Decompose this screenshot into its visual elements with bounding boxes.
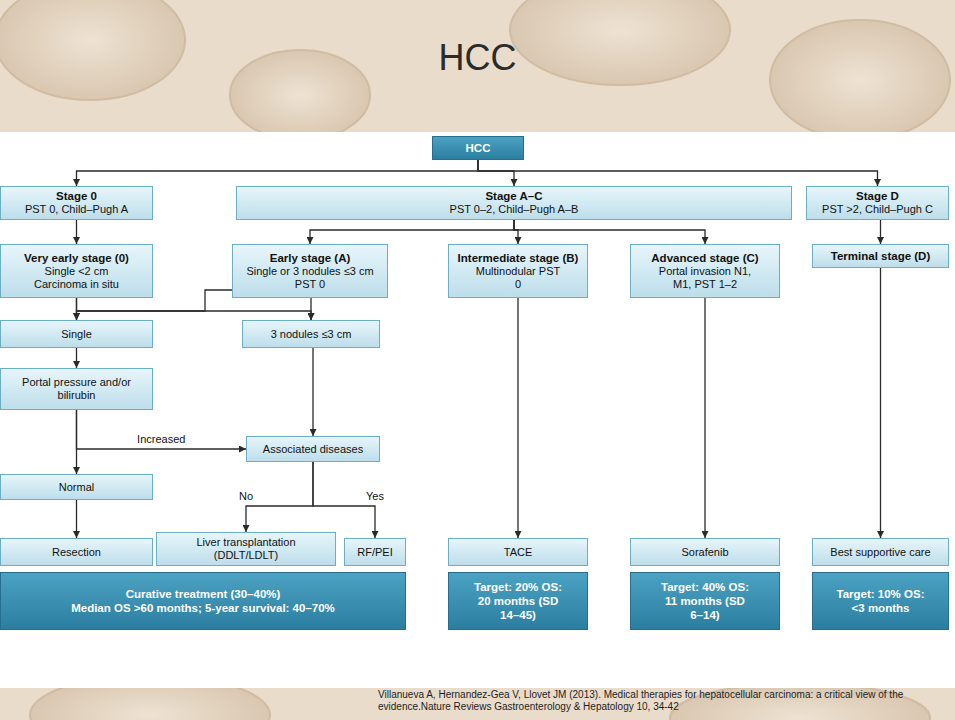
edge-label: Increased [135,433,187,446]
box-text: Multinodular PST 0 [473,265,563,291]
stage-box: Stage 0PST 0, Child–Pugh A [0,186,153,220]
cell-shape [770,20,950,140]
outcome-box: Curative treatment (30–40%)Median OS >60… [0,572,406,630]
stage-box: 3 nodules ≤3 cm [242,320,380,348]
stage-box: Intermediate stage (B)Multinodular PST 0 [448,244,588,298]
box-text: Median OS >60 months; 5-year survival: 4… [71,601,335,615]
cell-shape [510,0,730,85]
flow-arrow [246,462,313,532]
flow-arrow [77,160,479,186]
cell-shape [0,0,185,100]
flow-arrow [312,348,313,436]
stage-heading: Terminal stage (D) [831,250,930,263]
citation: Villanueva A, Hernandez-Gea V, Llovet JM… [378,689,943,713]
box-text: Sorafenib [681,546,728,559]
flow-arrow [77,298,312,320]
flow-arrow [76,348,77,368]
flow-arrow [517,298,518,538]
stage-box: Stage DPST >2, Child–Pugh C [806,186,949,220]
box-text: 3 nodules ≤3 cm [271,328,352,341]
flow-arrow [310,298,311,320]
stage-box: Sorafenib [630,538,780,566]
stage-heading: Stage 0 [56,190,97,203]
box-text: Resection [52,546,101,559]
box-text: Associated diseases [263,443,363,456]
flow-arrow [478,160,878,186]
flow-arrow [514,220,705,244]
box-text: Liver transplantation (DDLT/LDLT) [181,536,311,562]
stage-box: Early stage (A)Single or 3 nodules ≤3 cm… [232,244,388,298]
stage-heading: Advanced stage (C) [651,252,758,265]
stage-box: Single [0,320,153,348]
stage-box: Terminal stage (D) [812,244,949,268]
stage-heading: Early stage (A) [270,252,351,265]
box-text: TACE [504,546,533,559]
flow-arrow [310,220,514,244]
stage-heading: Stage A–C [485,190,542,203]
stage-box: TACE [448,538,588,566]
stage-heading: Stage D [856,190,899,203]
edge-label: No [237,490,255,503]
stage-heading: Very early stage (0) [24,252,129,265]
box-text: PST 0, Child–Pugh A [25,203,128,216]
box-text: Single or 3 nodules ≤3 cm PST 0 [240,265,380,291]
stage-box: Associated diseases [246,436,380,462]
box-text: Best supportive care [830,546,930,559]
box-text: Target: 40% OS: 11 months (SD 6–14) [659,580,751,622]
box-text: HCC [466,141,491,155]
box-text: Portal invasion N1, M1, PST 1–2 [650,265,760,291]
stage-box: Best supportive care [812,538,949,566]
cell-shape [670,683,930,720]
outcome-box: Target: 40% OS: 11 months (SD 6–14) [630,572,780,630]
outcome-box: HCC [432,136,524,160]
stage-box: Advanced stage (C)Portal invasion N1, M1… [630,244,780,298]
flow-arrow [76,500,77,538]
white-panel [0,132,955,688]
box-text: PST >2, Child–Pugh C [822,203,933,216]
stage-box: RF/PEI [344,538,406,566]
flow-arrow [76,220,77,244]
cell-shape [230,50,370,140]
slide-title: HCC [0,36,955,80]
flow-arrow [478,160,514,186]
stage-box: Stage A–CPST 0–2, Child–Pugh A–B [236,186,792,220]
box-text: PST 0–2, Child–Pugh A–B [450,203,579,216]
stage-box: Resection [0,538,153,566]
box-text: Target: 20% OS: 20 months (SD 14–45) [474,580,562,622]
box-text: Portal pressure and/or bilirubin [22,376,132,402]
flow-arrow [880,268,881,538]
stage-box: Liver transplantation (DDLT/LDLT) [156,532,336,566]
box-text: Single <2 cm Carcinoma in situ [27,265,127,291]
stage-heading: Intermediate stage (B) [458,252,579,265]
stage-box: Portal pressure and/or bilirubin [0,368,153,410]
flow-arrow [880,220,881,244]
flow-arrow [704,298,705,538]
outcome-box: Target: 20% OS: 20 months (SD 14–45) [448,572,588,630]
box-text: Target: 10% OS: <3 months [835,587,927,615]
outcome-box: Target: 10% OS: <3 months [812,572,949,630]
stage-box: Normal [0,474,153,500]
edge-label: Yes [364,490,386,503]
box-text: Curative treatment (30–40%) [126,587,281,601]
box-text: Normal [59,481,94,494]
stage-box: Very early stage (0)Single <2 cm Carcino… [0,244,153,298]
box-text: RF/PEI [357,546,392,559]
box-text: Single [61,328,92,341]
flow-arrow [77,410,247,449]
